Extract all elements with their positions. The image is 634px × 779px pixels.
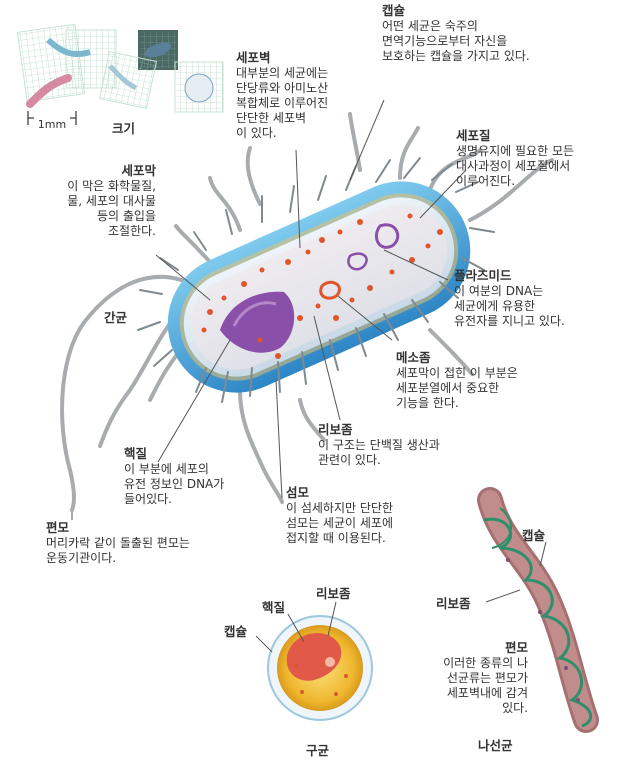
cytoplasm-line: 생명유지에 필요한 모든: [456, 144, 575, 158]
cytoplasm-line: 이루어진다.: [456, 174, 516, 188]
cytoplasm-line: 대사과정이 세포질에서: [456, 159, 571, 173]
spirillum-capsule-label: 캡슐: [522, 528, 546, 543]
ribosome-line: 관련이 있다.: [318, 453, 381, 467]
cell-wall-line: 단단한 세포벽: [236, 111, 307, 125]
cytoplasm-title: 세포질: [456, 128, 491, 143]
spirillum-flagellum-title: 편모: [504, 640, 528, 655]
label-nucleoid: 핵질 이 부분에 세포의 유전 정보인 DNA가 들어있다.: [124, 446, 224, 507]
mesosome-title: 메소좀: [396, 350, 431, 365]
mesosome-line: 기능을 한다.: [396, 396, 459, 410]
size-comparison-panel: [16, 23, 224, 113]
label-capsule: 캡슐 어떤 세균은 숙주의 면역기능으로부터 자신을 보호하는 캡슐을 가지고 …: [382, 3, 530, 64]
coccus-ribosome-label: 리보좀: [316, 586, 351, 601]
leader-lines: [71, 99, 467, 520]
flagellum-line: 운동기관이다.: [46, 551, 117, 565]
coccus-caption: 구균: [306, 743, 330, 758]
capsule-line: 보호하는 캡슐을 가지고 있다.: [382, 49, 530, 63]
scale-bar: [27, 111, 77, 125]
flagellum-title: 편모: [46, 520, 70, 535]
cell-wall-line: 이 있다.: [236, 126, 277, 140]
nucleoid-line: 유전 정보인 DNA가: [124, 477, 225, 491]
cell-wall-line: 대부분의 세균에는: [236, 66, 329, 80]
label-ribosome: 리보좀 이 구조는 단백질 생산과 관련이 있다.: [318, 422, 440, 468]
label-cytoplasm: 세포질 생명유지에 필요한 모든 대사과정이 세포질에서 이루어진다.: [456, 128, 574, 189]
coccus-nucleoid-label: 핵질: [262, 600, 286, 615]
cell-wall-title: 세포벽: [236, 50, 271, 65]
spirillum-flagellum-line: 있다.: [502, 701, 528, 715]
membrane-title: 세포막: [121, 163, 156, 178]
spirillum-caption: 나선균: [478, 738, 513, 753]
flagellum-line: 머리카락 같이 돌출된 편모는: [46, 536, 190, 550]
coccus-cell: [255, 601, 373, 721]
membrane-line: 등의 출입을: [96, 209, 156, 223]
size-caption: 크기: [112, 121, 136, 136]
pili-line: 이 섬세하지만 단단한: [286, 501, 393, 515]
spirillum-cell: [477, 487, 599, 733]
scale-bar-label: 1mm: [37, 118, 67, 131]
bacillus-flagella: [60, 112, 554, 512]
pili-line: 접지할 때 이용된다.: [286, 531, 386, 545]
label-bacillus: 간균: [104, 310, 128, 325]
label-flagellum: 편모 머리카락 같이 돌출된 편모는 운동기관이다.: [46, 520, 190, 566]
membrane-line: 물, 세포의 대사물: [67, 194, 156, 208]
capsule-line: 면역기능으로부터 자신을: [382, 34, 508, 48]
bacillus-cell: [167, 181, 471, 393]
label-cell-wall: 세포벽 대부분의 세균에는 단당류와 아미노산 복합체로 이루어진 단단한 세포…: [236, 50, 328, 141]
mesosome-line: 세포막이 접힌 이 부분은: [396, 366, 518, 380]
pili-title: 섬모: [286, 485, 310, 500]
cell-wall-line: 복합체로 이루어진: [236, 96, 329, 110]
bacillus-ribosomes: [201, 213, 443, 359]
capsule-line: 어떤 세균은 숙주의: [382, 19, 478, 33]
nucleoid-title: 핵질: [124, 446, 148, 461]
bacillus-pili: [137, 157, 495, 403]
label-spirillum-flagellum: 편모 이러한 종류의 나 선균류는 편모가 세포벽내에 감겨 있다.: [408, 640, 528, 716]
ribosome-line: 이 구조는 단백질 생산과: [318, 438, 440, 452]
label-plasmid: 플라즈미드 이 여분의 DNA는 세균에게 유용한 유전자를 지니고 있다.: [454, 268, 565, 329]
capsule-title: 캡슐: [382, 3, 406, 18]
nucleoid-line: 들어있다.: [124, 492, 172, 506]
plasmid-title: 플라즈미드: [454, 268, 512, 283]
label-membrane: 세포막 이 막은 화학물질, 물, 세포의 대사물 등의 출입을 조절한다.: [18, 163, 156, 239]
plasmid-line: 이 여분의 DNA는: [454, 284, 544, 298]
membrane-line: 조절한다.: [108, 224, 156, 238]
ribosome-title: 리보좀: [318, 422, 353, 437]
coccus-capsule-label: 캡슐: [224, 624, 248, 639]
cell-wall-line: 단당류와 아미노산: [236, 81, 329, 95]
pili-line: 섬모는 세균이 세포에: [286, 516, 393, 530]
mesosome-line: 세포분열에서 중요한: [396, 381, 500, 395]
spirillum-ribosome-label: 리보좀: [436, 596, 471, 611]
plasmid-line: 세균에게 유용한: [454, 299, 536, 313]
membrane-line: 이 막은 화학물질,: [67, 179, 156, 193]
plasmid-line: 유전자를 지니고 있다.: [454, 314, 565, 328]
spirillum-flagellum-line: 세포벽내에 감겨: [446, 686, 528, 700]
spirillum-flagellum-line: 이러한 종류의 나: [443, 656, 528, 670]
spirillum-flagellum-line: 선균류는 편모가: [446, 671, 528, 685]
label-mesosome: 메소좀 세포막이 접힌 이 부분은 세포분열에서 중요한 기능을 한다.: [396, 350, 518, 411]
label-pili: 섬모 이 섬세하지만 단단한 섬모는 세균이 세포에 접지할 때 이용된다.: [286, 485, 393, 546]
nucleoid-line: 이 부분에 세포의: [124, 462, 209, 476]
